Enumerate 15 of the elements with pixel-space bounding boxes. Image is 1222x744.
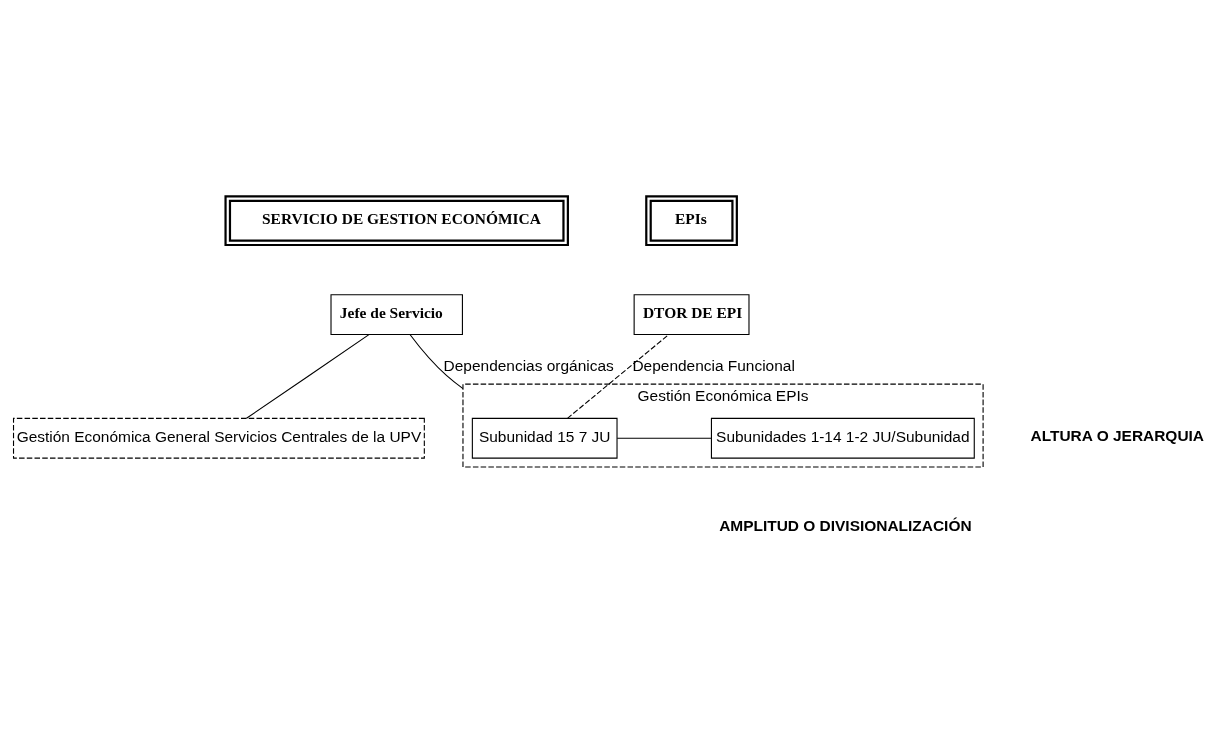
label: ALTURA O JERARQUIA xyxy=(1030,427,1204,445)
label: AMPLITUD O DIVISIONALIZACIÓN xyxy=(718,516,972,534)
node-box: Gestión Económica General Servicios Centrales de la UPV xyxy=(12,417,425,459)
edge-label: Dependencias orgánicas xyxy=(443,357,614,375)
node-box: Jefe de Servicio xyxy=(329,294,463,335)
connector xyxy=(409,334,464,390)
connector xyxy=(245,334,369,419)
connector xyxy=(566,334,669,419)
node-box: Subunidades 1-14 1-2 JU/Subunidad xyxy=(710,417,975,459)
node-box: DTOR DE EPI xyxy=(633,294,750,335)
node-box: EPIs xyxy=(644,195,738,247)
connector xyxy=(616,437,712,439)
node-box: Subunidad 15 7 JU xyxy=(471,417,618,459)
node-box: SERVICIO DE GESTION ECONÓMICA xyxy=(223,195,569,247)
edge-label: Dependencia Funcional xyxy=(631,357,795,375)
